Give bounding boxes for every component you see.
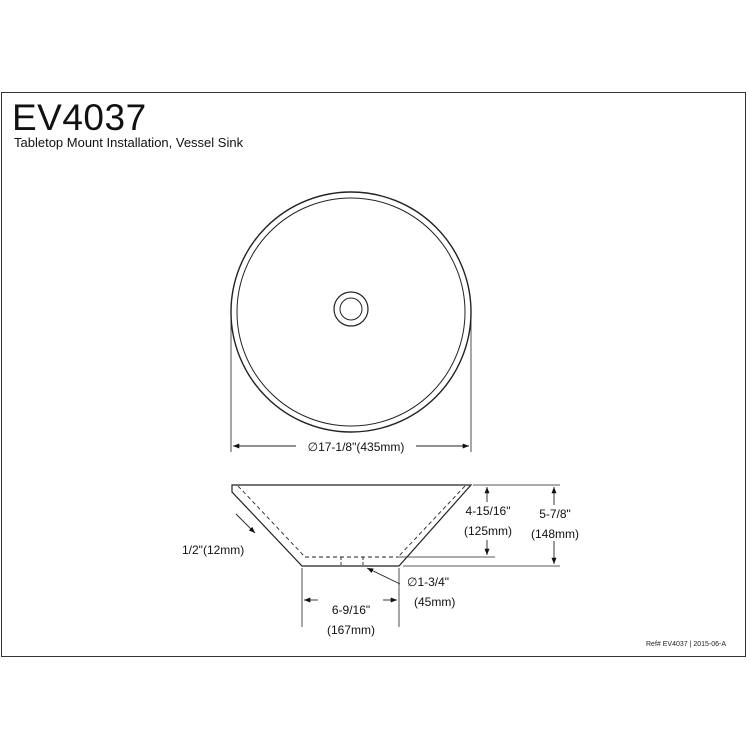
side-view — [231, 484, 473, 567]
drain-callout-leader — [366, 567, 401, 585]
base-extension-lines — [301, 568, 400, 627]
drain-outer — [333, 291, 369, 327]
bowl-inner-rim — [236, 197, 466, 427]
model-title: EV4037 — [12, 97, 147, 138]
bowl-outer-rim — [230, 191, 472, 433]
inner-depth-label: 4-15/16" — [466, 504, 511, 518]
wall-thickness-label: 1/2"(12mm) — [182, 543, 244, 557]
drain-diameter-label: ∅1-3/4" — [407, 575, 449, 589]
reference-number: Ref# EV4037 | 2015-06-A — [646, 641, 727, 648]
height-extension-lines — [398, 484, 560, 567]
installation-subtitle: Tabletop Mount Installation, Vessel Sink — [14, 135, 244, 150]
top-view — [230, 191, 472, 452]
base-diameter-label: 6-9/16" — [332, 603, 370, 617]
inner-depth-mm-label: (125mm) — [464, 524, 512, 538]
wall-thickness-callout — [235, 513, 256, 534]
overall-height-mm-label: (148mm) — [531, 527, 579, 541]
drain-diameter-mm-label: (45mm) — [414, 595, 455, 609]
base-diameter-mm-label: (167mm) — [327, 623, 375, 637]
overall-height-label: 5-7/8" — [539, 507, 571, 521]
drain-inner — [339, 297, 363, 321]
drawing-border — [1, 92, 746, 657]
bowl-outer-profile — [231, 484, 473, 567]
diameter-label: ∅17-1/8"(435mm) — [308, 440, 405, 454]
